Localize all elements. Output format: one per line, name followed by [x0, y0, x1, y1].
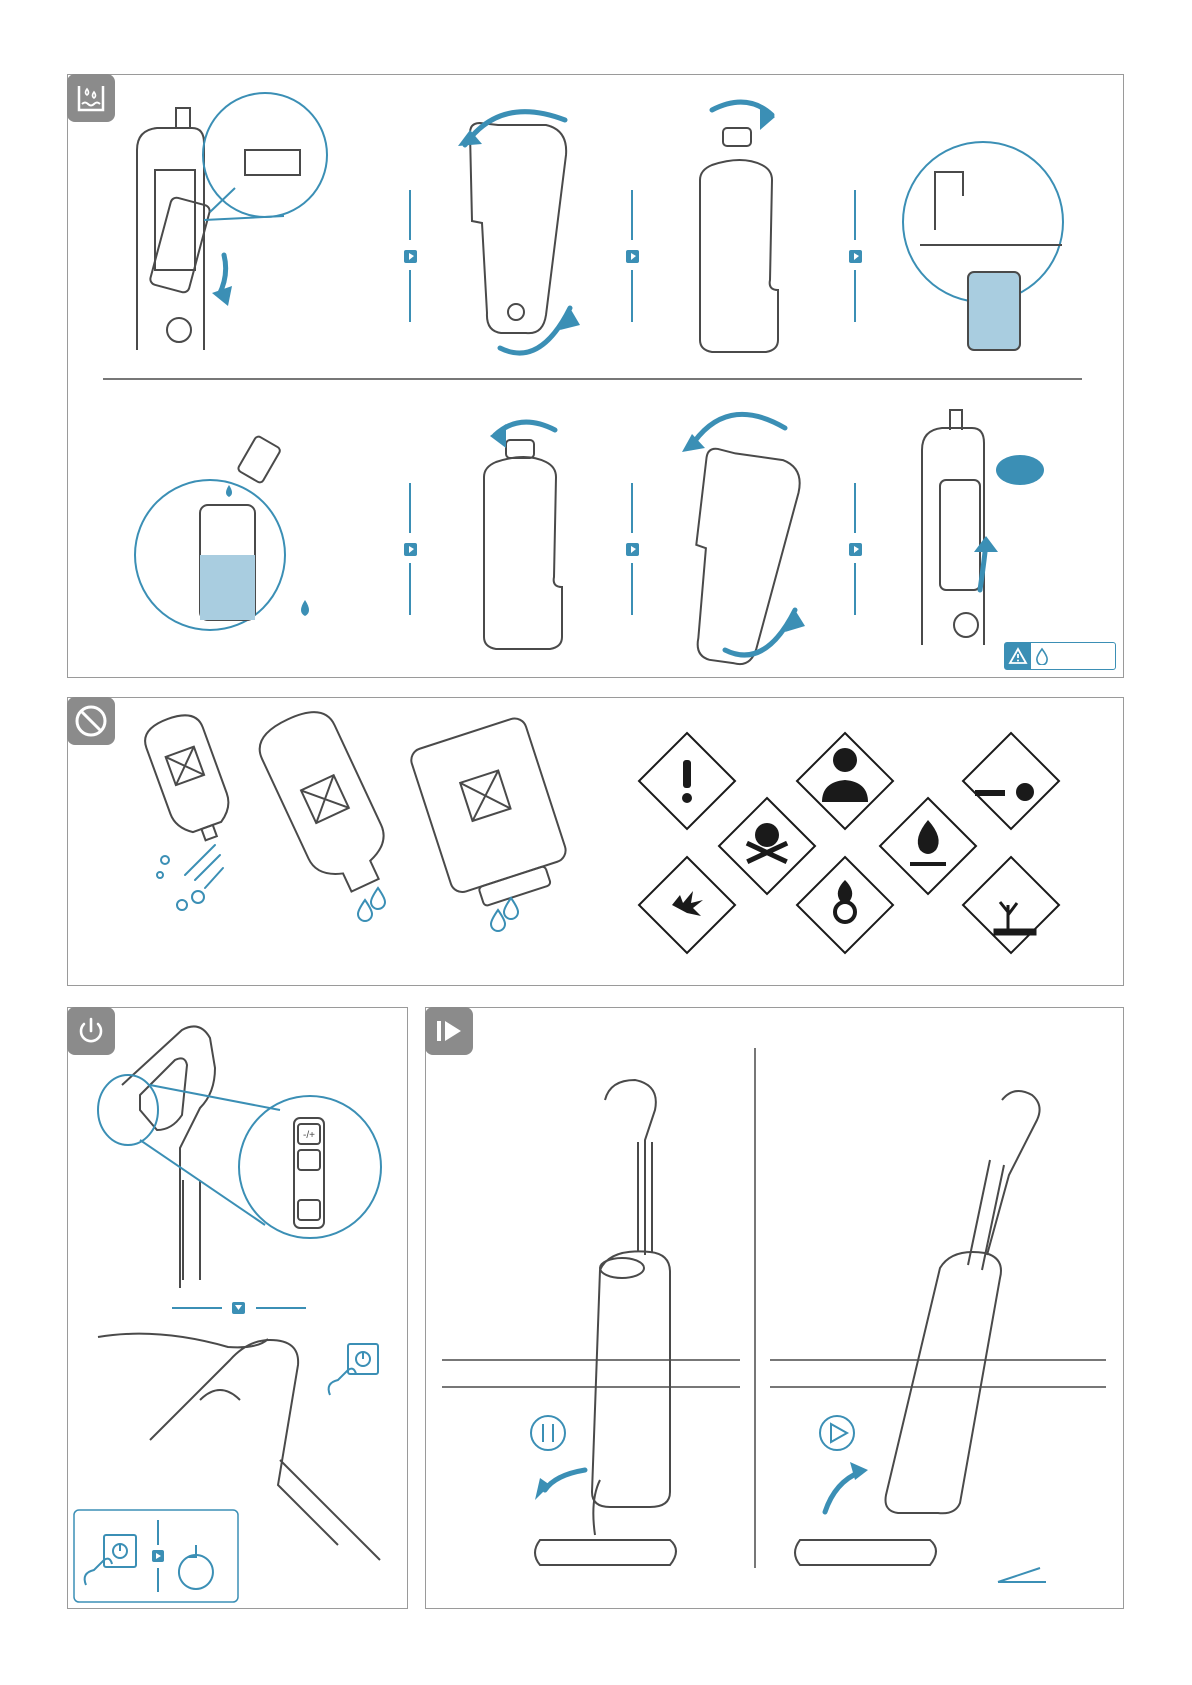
floor-angle-indicator [998, 1568, 1046, 1582]
pause-icon [531, 1416, 565, 1450]
tilt-forward-arrow-icon [545, 1470, 585, 1490]
upright-vacuum-paused [535, 1080, 676, 1565]
